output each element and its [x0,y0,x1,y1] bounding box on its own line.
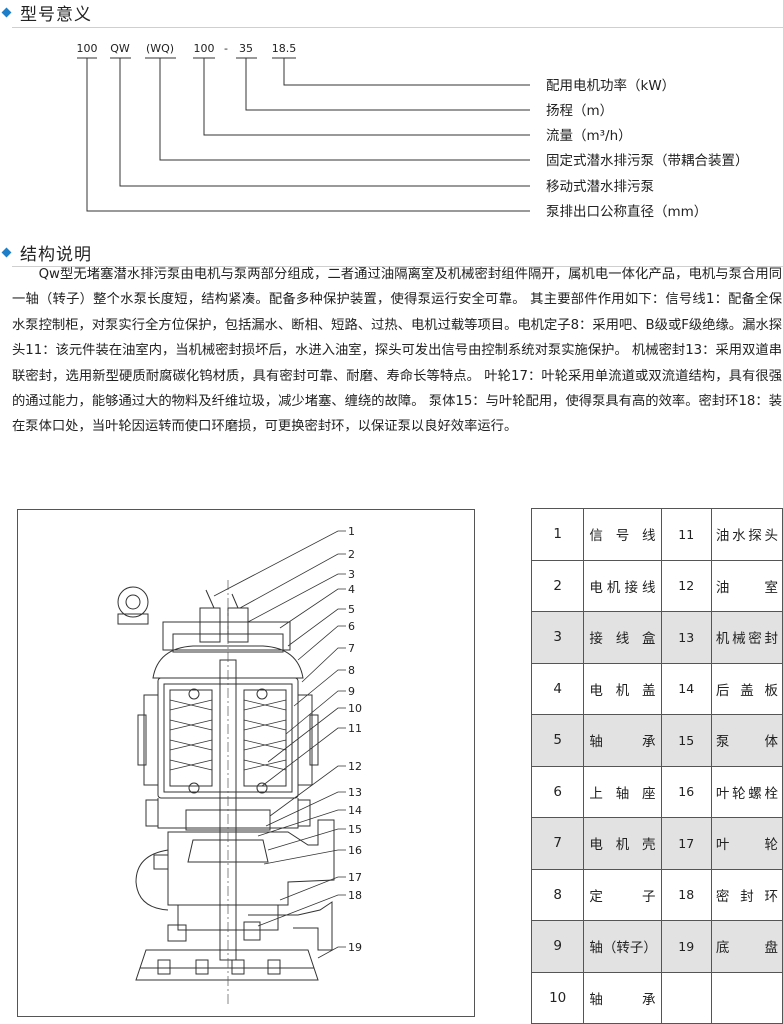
callout-label: 6 [348,620,355,633]
part-name: 油水探头 [710,508,783,561]
section-divider [12,27,783,28]
parts-table: 1 信号线 11 油水探头 2 电机接线 12 油室 3 接线盒 13 机械密封… [530,508,783,1024]
part-number: 1 [530,508,585,561]
code-meaning: 移动式潜水排污泵 [546,179,654,195]
table-row: 2 电机接线 12 油室 [530,559,783,612]
callout-label: 17 [348,871,362,884]
part-name: 油室 [710,559,783,612]
part-number: 16 [660,765,712,818]
pump-cross-section-drawing: 1 2 3 4 5 6 7 8 9 10 11 12 13 14 15 16 1… [117,525,362,1005]
part-number: 14 [660,662,712,715]
table-row: 5 轴承 15 泵体 [530,714,783,767]
part-number: 12 [660,559,712,612]
part-name: 接线盒 [583,611,662,664]
part-name: 底盘 [710,920,783,973]
callout-label: 1 [348,525,355,538]
part-number: 13 [660,611,712,664]
code-part: 35 [239,42,253,55]
section-divider [12,266,783,267]
callout-label: 13 [348,786,362,799]
part-number: 15 [660,714,712,767]
part-number: 3 [530,611,585,664]
callout-label: 10 [348,702,362,715]
part-name: 轴承 [583,714,662,767]
diamond-bullet-icon [1,247,12,258]
callout-label: 3 [348,568,355,581]
code-part: 100 [77,42,98,55]
code-meaning: 配用电机功率（kW） [546,77,675,94]
part-number: 11 [660,508,712,561]
callout-label: 5 [348,603,355,616]
part-name: 轴（转子） [583,920,662,973]
part-number: 7 [530,817,585,870]
part-name [710,971,783,1024]
table-row: 7 电机壳 17 叶轮 [530,817,783,870]
part-name: 电机盖 [583,662,662,715]
part-name: 定子 [583,868,662,921]
code-part: - [224,42,228,55]
part-name: 密封环 [710,868,783,921]
part-name: 后盖板 [710,662,783,715]
part-name: 电机壳 [583,817,662,870]
callout-label: 8 [348,664,355,677]
callout-label: 9 [348,685,355,698]
part-number: 4 [530,662,585,715]
table-row: 10 轴承 [530,971,783,1024]
part-name: 泵体 [710,714,783,767]
callout-label: 7 [348,642,355,655]
code-meaning: 泵排出口公称直径（mm） [546,204,707,220]
section-header-structure: 结构说明 [0,240,92,265]
callout-label: 2 [348,548,355,561]
callout-label: 16 [348,844,362,857]
part-number: 18 [660,868,712,921]
table-row: 1 信号线 11 油水探头 [530,508,783,561]
part-number: 10 [530,971,585,1024]
part-number: 5 [530,714,585,767]
callout-label: 19 [348,941,362,954]
callout-label: 14 [348,804,362,817]
part-number: 17 [660,817,712,870]
code-part: 100 [194,42,215,55]
part-name: 上轴座 [583,765,662,818]
part-number: 6 [530,765,585,818]
part-name: 叶轮 [710,817,783,870]
table-row: 3 接线盒 13 机械密封 [530,611,783,664]
part-name: 叶轮螺栓 [710,765,783,818]
pump-cross-section-frame: 1 2 3 4 5 6 7 8 9 10 11 12 13 14 15 16 1… [17,509,475,1017]
part-name: 信号线 [583,508,662,561]
part-name: 轴承 [583,971,662,1024]
callout-label: 11 [348,722,362,735]
code-meaning: 扬程（m） [546,103,613,119]
callout-label: 4 [348,583,355,596]
part-name: 电机接线 [583,559,662,612]
structure-description: Qw型无堵塞潜水排污泵由电机与泵两部分组成，二者通过油隔离室及机械密封组件隔开，… [12,267,782,435]
section-header-model: 型号意义 [0,0,92,25]
part-number: 2 [530,559,585,612]
part-number: 8 [530,868,585,921]
part-number: 9 [530,920,585,973]
callout-label: 15 [348,823,362,836]
callout-label: 12 [348,760,362,773]
model-code-diagram: 100 QW (WQ) 100 - 35 18.5 配用电机功率（kW） 扬程（… [77,42,749,220]
code-part: (WQ) [146,42,174,55]
part-name: 机械密封 [710,611,783,664]
part-number [660,971,712,1024]
code-meaning: 固定式潜水排污泵（带耦合装置） [546,153,749,169]
section-title-structure: 结构说明 [20,245,92,265]
table-row: 9 轴（转子） 19 底盘 [530,920,783,973]
section-title-model: 型号意义 [20,5,92,25]
code-part: QW [110,42,130,55]
part-number: 19 [660,920,712,973]
table-row: 8 定子 18 密封环 [530,868,783,921]
table-row: 4 电机盖 14 后盖板 [530,662,783,715]
code-part: 18.5 [272,42,297,55]
callout-label: 18 [348,889,362,902]
code-meaning: 流量（m³/h） [546,128,632,144]
table-row: 6 上轴座 16 叶轮螺栓 [530,765,783,818]
